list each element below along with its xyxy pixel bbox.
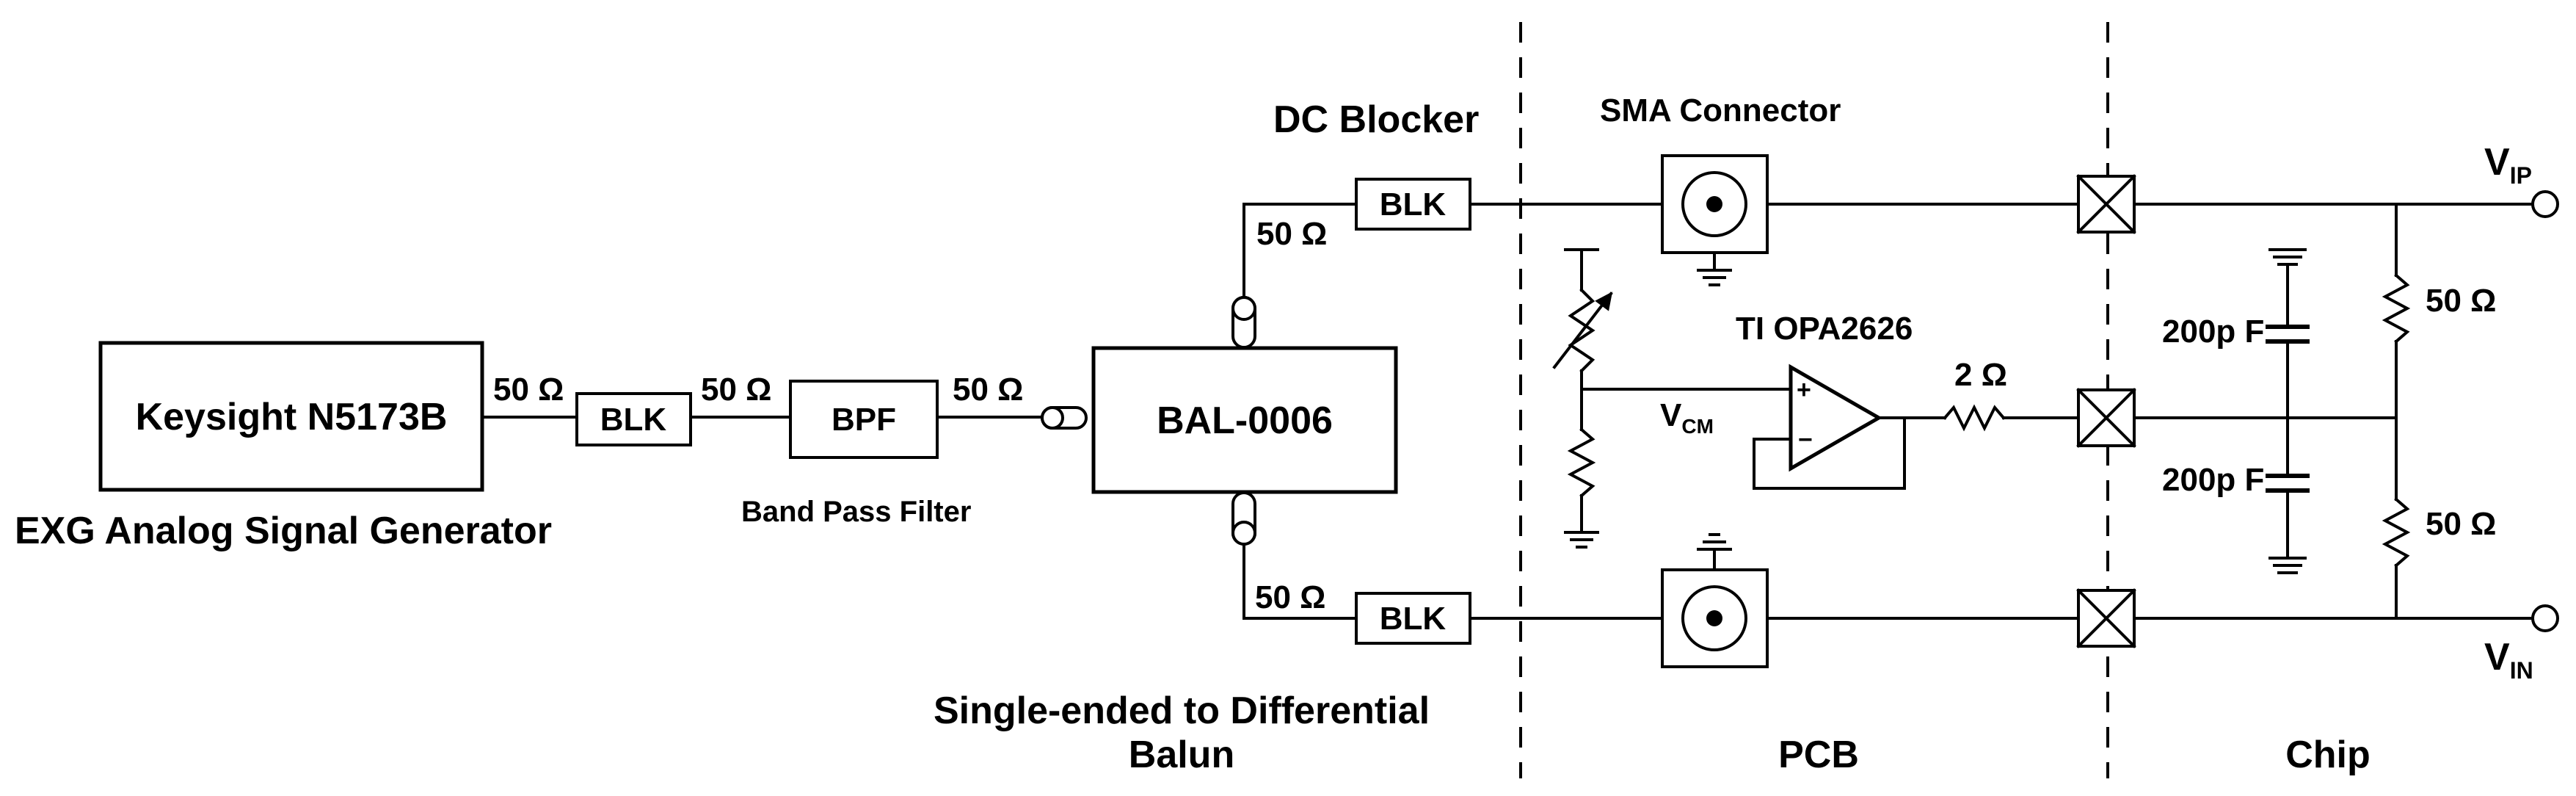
vip-terminal [2531, 190, 2559, 218]
balun-caption-line2: Balun [1129, 734, 1234, 776]
opamp-minus-sign: − [1798, 426, 1813, 454]
sma-connector-bottom-pin [1706, 610, 1722, 626]
variable-resistor-arrow-head [1595, 292, 1613, 311]
input-dc-blocker [575, 392, 692, 446]
impedance-blk-bpf: 50 Ω [701, 372, 771, 408]
balun-label: BAL-0006 [1157, 399, 1333, 442]
signal-generator-label: Keysight N5173B [136, 396, 448, 438]
chip-pad-vcm [2076, 388, 2136, 448]
impedance-balun-top: 50 Ω [1256, 216, 1327, 252]
cap-top-label: 200p F [2162, 314, 2264, 350]
balun-input-coax-end [1041, 406, 1064, 430]
signal-generator-box [98, 341, 484, 492]
term-resistor-bottom [2382, 497, 2411, 568]
divider-bottom-resistor [1567, 427, 1596, 498]
opamp-triangle [1789, 363, 1883, 472]
opamp-caption: TI OPA2626 [1736, 311, 1913, 347]
chip-pad-bottom [2076, 588, 2136, 648]
term-resistor-top-label: 50 Ω [2426, 283, 2496, 319]
band-pass-filter [789, 380, 939, 459]
term-resistor-top [2382, 273, 2411, 344]
wire-balun-top [1242, 203, 1358, 299]
balun-top-coax-end [1231, 296, 1256, 321]
input-dc-blocker-label: BLK [600, 402, 667, 438]
signal-generator-caption: EXG Analog Signal Generator [15, 510, 552, 552]
variable-resistor-zigzag [1568, 288, 1596, 373]
band-pass-filter-caption: Band Pass Filter [741, 496, 971, 528]
chip-pad-top [2076, 174, 2136, 234]
sma-connector-top-pin [1706, 196, 1722, 212]
dc-blocker-top-label: BLK [1380, 187, 1447, 222]
wire-balun-bottom [1242, 543, 1358, 620]
sma-caption: SMA Connector [1600, 93, 1841, 129]
cap-bottom-label: 200p F [2162, 462, 2264, 498]
band-pass-filter-label: BPF [832, 402, 896, 438]
term-resistor-bottom-label: 50 Ω [2426, 506, 2496, 542]
impedance-balun-bottom: 50 Ω [1255, 579, 1325, 615]
variable-resistor-arrow-shaft [1552, 292, 1613, 369]
balun-box [1091, 346, 1398, 494]
chip-section-label: Chip [2285, 734, 2371, 776]
dc-blocker-bottom [1355, 592, 1471, 645]
vip-label: VIP [2484, 141, 2532, 189]
series-resistor-label: 2 Ω [1954, 357, 2007, 393]
opamp-feedback-loop [1753, 416, 1906, 490]
dc-blocker-bottom-label: BLK [1380, 601, 1447, 637]
impedance-bpf-balun: 50 Ω [953, 372, 1023, 408]
impedance-gen-blk: 50 Ω [493, 372, 564, 408]
vin-terminal [2531, 604, 2559, 632]
opamp-plus-sign: + [1797, 376, 1811, 404]
series-resistor-zigzag [1943, 404, 2006, 432]
pcb-section-label: PCB [1778, 734, 1859, 776]
balun-caption-line1: Single-ended to Differential [934, 690, 1430, 732]
dc-blocker-caption: DC Blocker [1273, 98, 1479, 141]
balun-bottom-coax-end [1231, 521, 1256, 546]
vcm-label: VCM [1660, 397, 1714, 438]
vin-label: VIN [2484, 636, 2533, 684]
